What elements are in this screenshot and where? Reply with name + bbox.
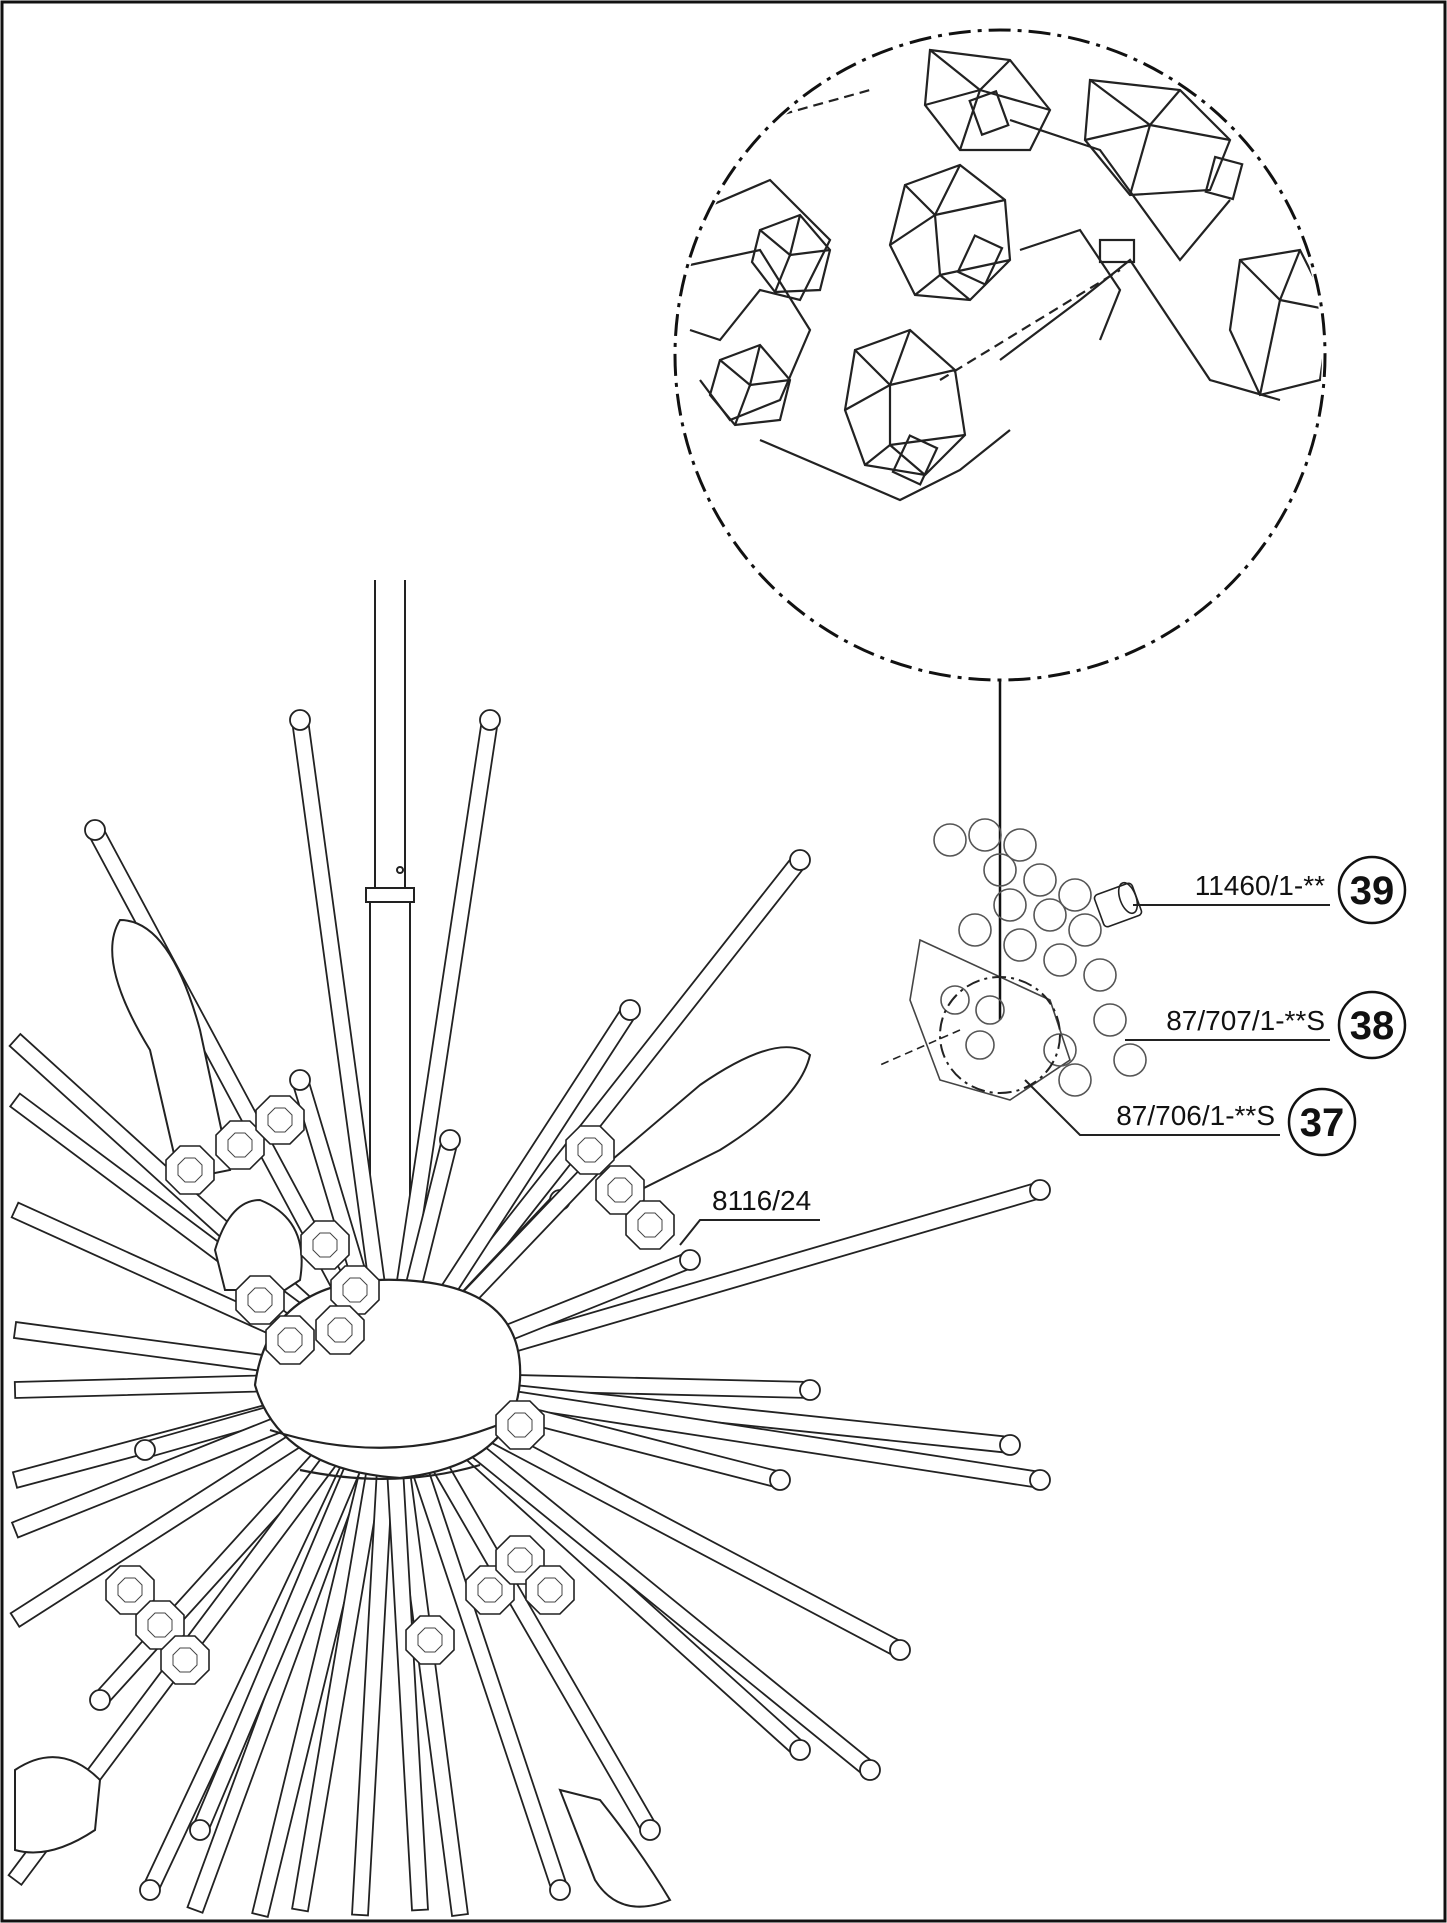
- chandelier: [7, 580, 1051, 1918]
- callout-39: 11460/1-** 39: [1195, 855, 1407, 925]
- part-number-38: 87/707/1-**S: [1166, 1005, 1325, 1036]
- crystal-17: [525, 1565, 575, 1615]
- callout-number-38: 38: [1350, 1004, 1395, 1048]
- detail-view: [673, 28, 1327, 1020]
- crystal-4: [265, 1315, 315, 1365]
- callout-number-37: 37: [1300, 1101, 1345, 1145]
- crystal-18: [495, 1400, 545, 1450]
- part-number-8116: 8116/24: [712, 1185, 811, 1216]
- crystal-large-1: [888, 163, 1012, 302]
- bulb-3: [213, 1198, 303, 1291]
- crystal-12: [105, 1565, 155, 1615]
- crystal-19: [405, 1615, 455, 1665]
- callout-number-39: 39: [1350, 869, 1395, 913]
- crystal-plate-assembly: [879, 818, 1147, 1101]
- crystal-1: [300, 1220, 350, 1270]
- bulbs: [14, 918, 812, 1908]
- part-number-37: 87/706/1-**S: [1116, 1100, 1275, 1131]
- bulb-1: [111, 918, 232, 1182]
- crystal-16: [495, 1535, 545, 1585]
- crystal-10: [595, 1165, 645, 1215]
- bulb-2: [598, 1046, 812, 1202]
- crystal-9: [565, 1125, 615, 1175]
- bulb-4: [558, 1788, 672, 1908]
- crystal-11: [625, 1200, 675, 1250]
- part-37-highlight: [939, 976, 1061, 1094]
- callout-circle-37: [1287, 1087, 1357, 1157]
- crystal-small-1: [708, 343, 792, 427]
- arms-group: [7, 709, 1051, 1918]
- crystal-7: [215, 1120, 265, 1170]
- crystal-14: [160, 1635, 210, 1685]
- crystal-clusters: [105, 1095, 675, 1685]
- crystal-6: [165, 1145, 215, 1195]
- part-39-cap: [1093, 881, 1143, 928]
- center-stem: [365, 580, 415, 1290]
- crystal-13: [135, 1600, 185, 1650]
- crystal-5: [315, 1305, 365, 1355]
- callout-leaders: [679, 904, 1330, 1246]
- callout-circle-39: [1337, 855, 1407, 925]
- bulb-5: [14, 1756, 102, 1854]
- callout-38: 87/707/1-**S 38: [1166, 990, 1407, 1060]
- callout-37: 87/706/1-**S 37: [1116, 1087, 1357, 1157]
- crystal-8: [255, 1095, 305, 1145]
- part-number-39: 11460/1-**: [1195, 870, 1325, 901]
- callout-circle-38: [1337, 990, 1407, 1060]
- crystal-small-2: [750, 213, 832, 294]
- crystal-large-2: [843, 328, 967, 477]
- crystal-large-4: [1083, 78, 1232, 197]
- crystal-3: [235, 1275, 285, 1325]
